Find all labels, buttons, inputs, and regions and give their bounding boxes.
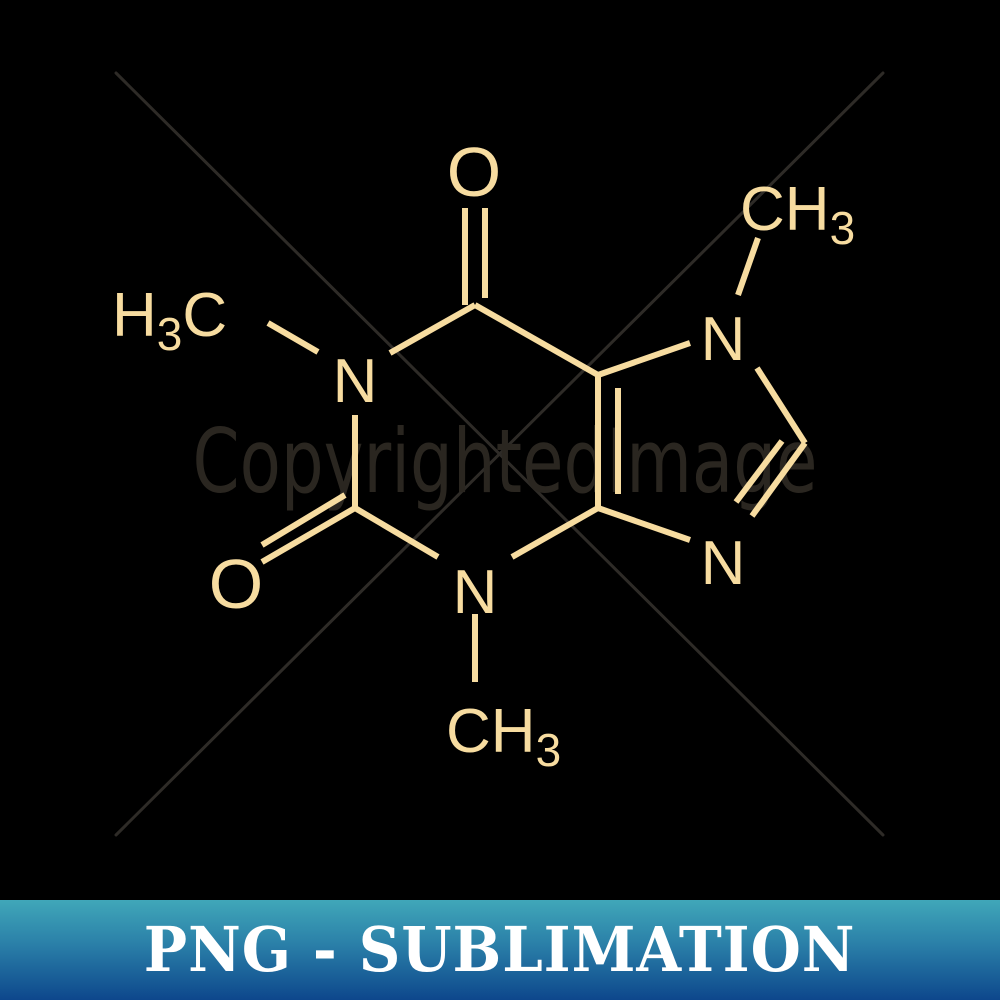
bond-c2-n3 [353,505,440,560]
bond-c6-n1 [388,302,477,356]
bond-c6-c5 [473,302,600,378]
methyl-top-group: CH3 [740,175,855,254]
methyl-left-group: H3C [112,281,227,360]
atom-nitrogen-n3: N [453,558,498,627]
methyl-left-c: C [182,281,227,350]
atom-nitrogen-n9: N [701,529,746,598]
bond-c8-n9-double-b [733,439,785,504]
atom-nitrogen-n1: N [333,347,378,416]
bond-c5-n7 [597,340,691,378]
methyl-left-h: H [112,281,157,350]
bond-c2-o-double-a [260,505,357,565]
atom-oxygen-left: O [209,545,263,623]
bond-n7-c8 [754,366,808,445]
caption-banner: PNG - SUBLIMATION [0,900,1000,1000]
methyl-left-subscript: 3 [157,308,183,360]
methyl-top-subscript: 3 [830,202,856,254]
bond-n1-methyl [266,320,320,355]
artwork-canvas: CopyrightedImage [112,71,885,837]
atom-oxygen-top: O [447,133,501,211]
methyl-top-ch: CH [740,175,830,244]
bond-c2-o-double-b [260,492,347,548]
bond-c4-n9 [597,505,691,543]
watermark-diagonal-line [114,71,885,837]
caffeine-structure: CopyrightedImage [112,71,885,837]
methyl-bottom-group: CH3 [446,697,561,776]
bond-c8-n9-double-a [749,441,808,518]
methyl-bottom-ch: CH [446,697,536,766]
bond-n7-methyl [735,237,761,296]
methyl-bottom-subscript: 3 [536,724,562,776]
banner-label: PNG - SUBLIMATION [144,913,856,986]
bonds [260,208,808,682]
bond-n3-c4 [510,505,600,560]
atom-nitrogen-n7: N [701,305,746,374]
watermark-text: CopyrightedImage [193,410,818,513]
watermark-cross [114,71,885,837]
